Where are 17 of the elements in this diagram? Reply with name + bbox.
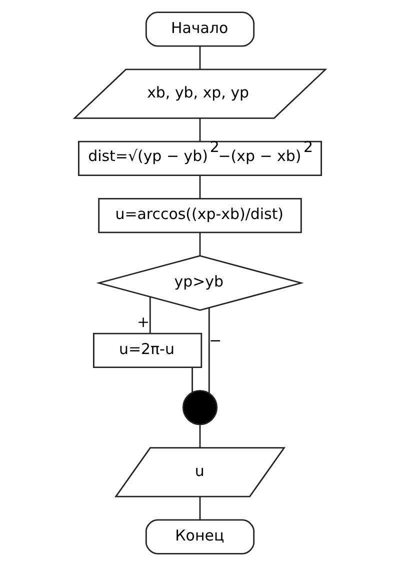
connector (149, 296, 151, 334)
node-diamond: yp>yb (96, 255, 304, 311)
connector (199, 424, 201, 448)
node-circle (182, 390, 218, 426)
connector (208, 308, 210, 394)
node-box: Конец (145, 519, 255, 554)
connector (192, 368, 193, 392)
edge-label: − (209, 332, 222, 350)
connector (199, 46, 201, 70)
connector (199, 118, 201, 142)
node-box: u=2π-u (93, 332, 202, 368)
node-box: Начало (145, 12, 255, 47)
connector (199, 232, 201, 256)
node-box: u=arccos((xp-xb)/dist) (98, 198, 302, 234)
edge-label: + (137, 313, 150, 332)
connector (199, 176, 201, 198)
connector (199, 496, 201, 520)
